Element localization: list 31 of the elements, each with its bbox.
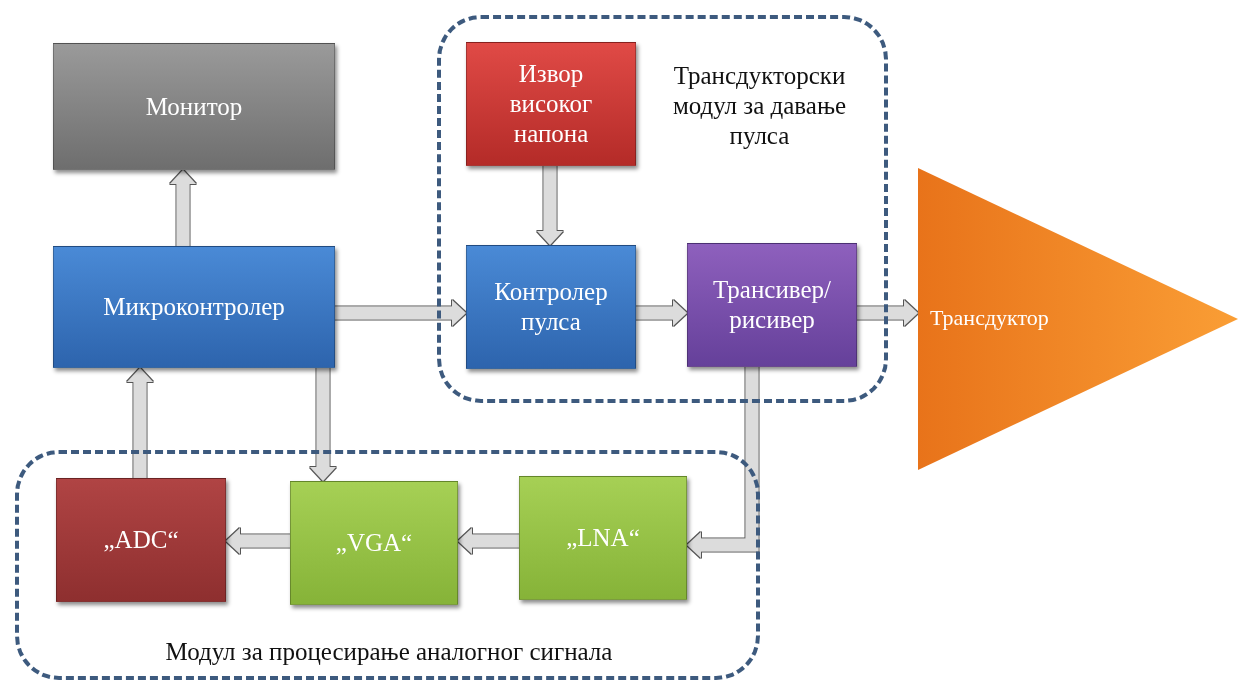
box-label: „LNA“: [565, 523, 641, 553]
block-arrow: [335, 300, 466, 326]
process-box: [466, 42, 636, 166]
block-arrow: [857, 300, 918, 326]
box-label: Микроконтролер: [102, 292, 286, 322]
module-frame: [15, 450, 760, 680]
process-box: [519, 476, 687, 600]
block-arrow: [226, 528, 290, 554]
process-box: [56, 478, 226, 602]
box-label: „ADC“: [102, 525, 180, 555]
block-arrow: [310, 368, 336, 481]
process-box: [466, 245, 636, 369]
process-box: [687, 243, 857, 367]
block-arrow: [636, 300, 687, 326]
block-arrow: [127, 368, 153, 478]
box-label: Трансивер/ рисивер: [712, 275, 832, 335]
module-heading: Модул за процесирање аналогног сигнала: [164, 637, 614, 667]
block-arrow: [687, 367, 759, 558]
module-frame: [437, 15, 888, 403]
block-arrow: [458, 528, 519, 554]
process-box: [290, 481, 458, 605]
box-label: Монитор: [144, 91, 244, 122]
process-box: [53, 43, 335, 170]
box-label: „VGA“: [334, 528, 414, 558]
module-heading: Трансдукторски модул за давање пулса: [671, 61, 848, 151]
triangle-label: Трансдуктор: [930, 305, 1049, 331]
process-box: [53, 246, 335, 368]
block-arrow: [170, 170, 196, 246]
box-label: Извор високог напона: [508, 59, 594, 149]
box-label: Контролер пулса: [493, 277, 609, 337]
block-arrow: [537, 166, 563, 245]
